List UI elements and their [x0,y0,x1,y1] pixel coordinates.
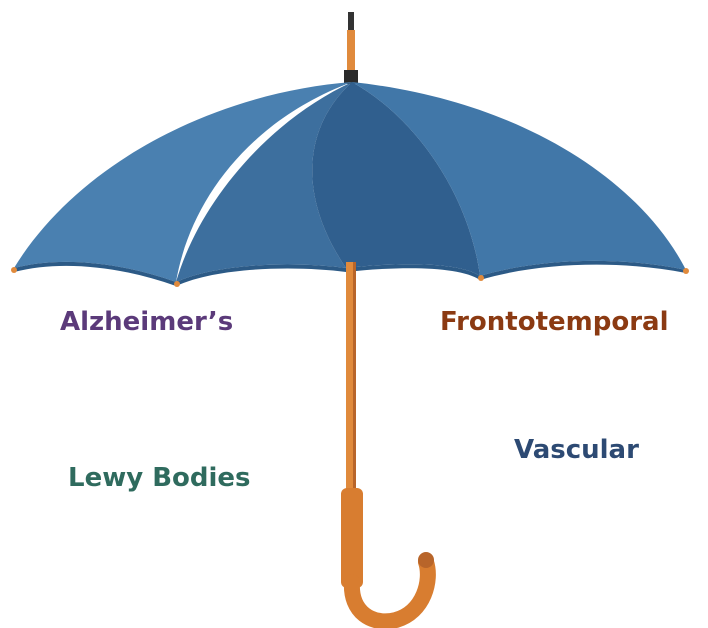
rib-tip [478,275,484,281]
label-alzheimers: Alzheimer’s [60,309,233,335]
rib-tip [683,268,689,274]
umbrella-handle-grip [341,488,363,588]
umbrella-shaft-shadow [353,262,356,492]
umbrella-handle-end [418,552,434,568]
rib-tip [174,281,180,287]
label-lewy-bodies: Lewy Bodies [68,465,251,491]
label-frontotemporal: Frontotemporal [440,309,669,335]
label-vascular: Vascular [514,437,639,463]
rib-tip [11,267,17,273]
umbrella-crown [344,70,358,84]
umbrella-handle-hook [352,562,428,621]
